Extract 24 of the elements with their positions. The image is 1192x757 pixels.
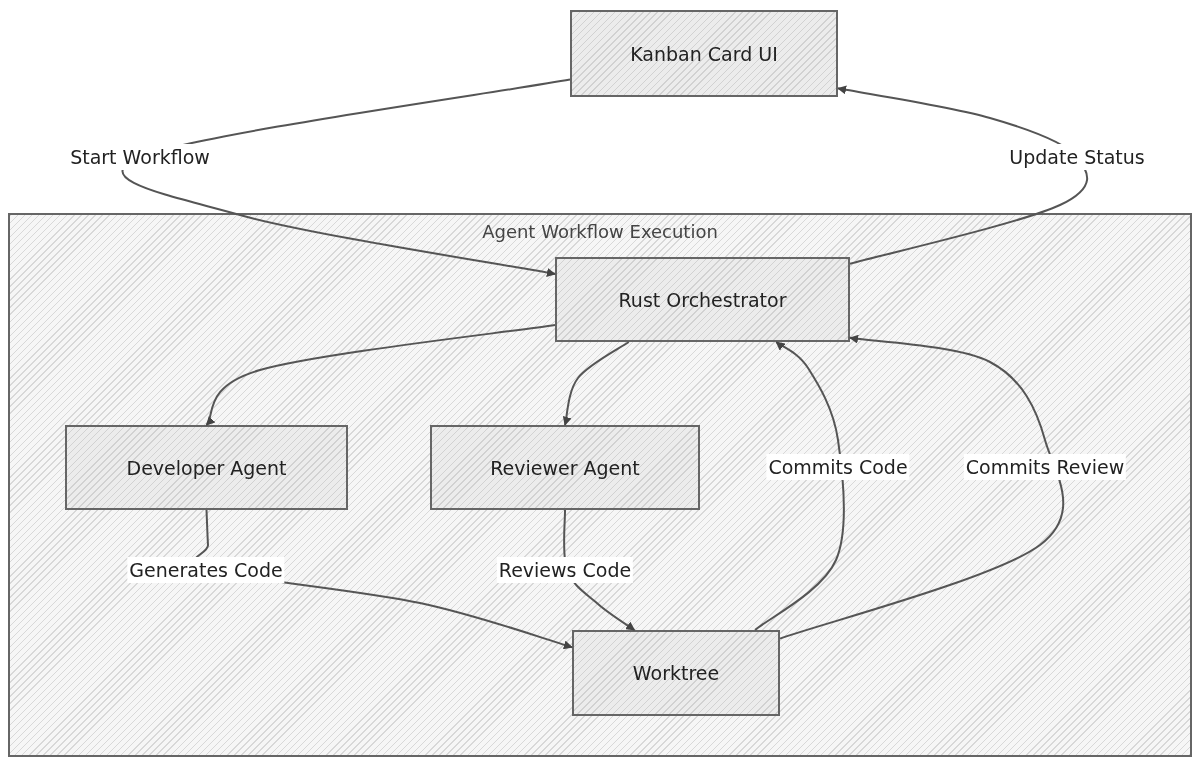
edge-label: Update Status <box>1007 144 1147 170</box>
node-label: Kanban Card UI <box>630 42 778 65</box>
process-box <box>430 425 700 510</box>
group-title: Agent Workflow Execution <box>481 221 719 242</box>
arrow <box>562 341 630 426</box>
arrow <box>754 341 846 631</box>
edge-label: Commits Review <box>963 454 1127 480</box>
arrow <box>779 334 1065 640</box>
edge-label: Start Workflow <box>68 144 212 170</box>
process-box <box>570 10 838 97</box>
node-label: Developer Agent <box>126 456 287 479</box>
edge-label: Generates Code <box>127 557 285 583</box>
node-label: Rust Orchestrator <box>618 288 787 311</box>
group-container <box>8 213 1192 757</box>
edge-label: Reviews Code <box>496 557 634 583</box>
arrow <box>205 324 556 426</box>
node-label: Reviewer Agent <box>490 456 640 479</box>
process-box <box>65 425 348 510</box>
process-box <box>555 257 850 342</box>
edge-label: Commits Code <box>766 454 910 480</box>
process-box <box>572 630 780 716</box>
arrow <box>121 78 571 277</box>
node-label: Worktree <box>632 662 720 684</box>
arrow <box>837 85 1089 265</box>
